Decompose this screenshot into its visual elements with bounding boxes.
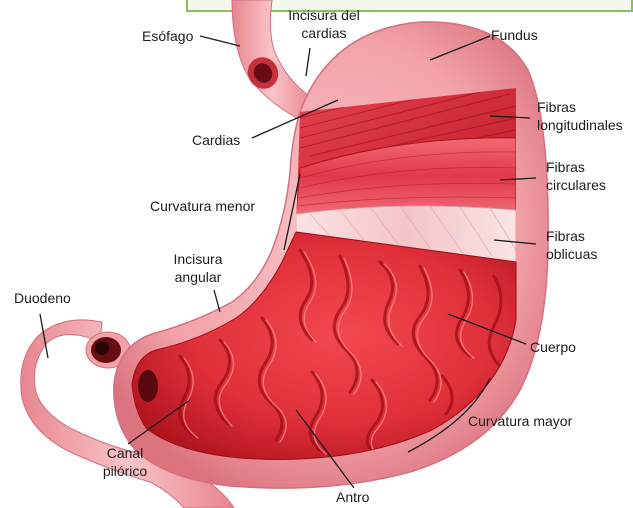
label-fibras-oblicuas: Fibras oblicuas bbox=[546, 227, 597, 263]
label-incisura-cardias-line2: cardias bbox=[280, 24, 368, 42]
label-fibras-oblicuas-line2: oblicuas bbox=[546, 245, 597, 263]
label-cardias: Cardias bbox=[192, 131, 240, 149]
label-fibras-longitudinales-line1: Fibras bbox=[537, 98, 623, 116]
label-incisura-angular: Incisura angular bbox=[158, 250, 238, 286]
label-fibras-circulares-line2: circulares bbox=[546, 176, 606, 194]
label-incisura-cardias-line1: Incisura del bbox=[280, 6, 368, 24]
label-duodeno: Duodeno bbox=[14, 289, 71, 307]
label-incisura-angular-line1: Incisura bbox=[158, 250, 238, 268]
label-fibras-longitudinales-line2: longitudinales bbox=[537, 116, 623, 134]
label-incisura-angular-line2: angular bbox=[158, 268, 238, 286]
label-fibras-longitudinales: Fibras longitudinales bbox=[537, 98, 623, 134]
label-cuerpo: Cuerpo bbox=[530, 338, 576, 356]
label-incisura-cardias: Incisura del cardias bbox=[280, 6, 368, 42]
label-fibras-circulares-line1: Fibras bbox=[546, 158, 606, 176]
label-fibras-oblicuas-line1: Fibras bbox=[546, 227, 597, 245]
label-fundus: Fundus bbox=[491, 26, 538, 44]
label-canal-pilorico: Canal pilórico bbox=[92, 444, 158, 480]
label-fibras-circulares: Fibras circulares bbox=[546, 158, 606, 194]
label-canal-pilorico-line2: pilórico bbox=[92, 462, 158, 480]
label-curvatura-mayor: Curvatura mayor bbox=[468, 412, 572, 430]
label-antro: Antro bbox=[336, 488, 369, 506]
label-esofago: Esófago bbox=[142, 27, 193, 45]
label-canal-pilorico-line1: Canal bbox=[92, 444, 158, 462]
label-curvatura-menor: Curvatura menor bbox=[150, 197, 255, 215]
